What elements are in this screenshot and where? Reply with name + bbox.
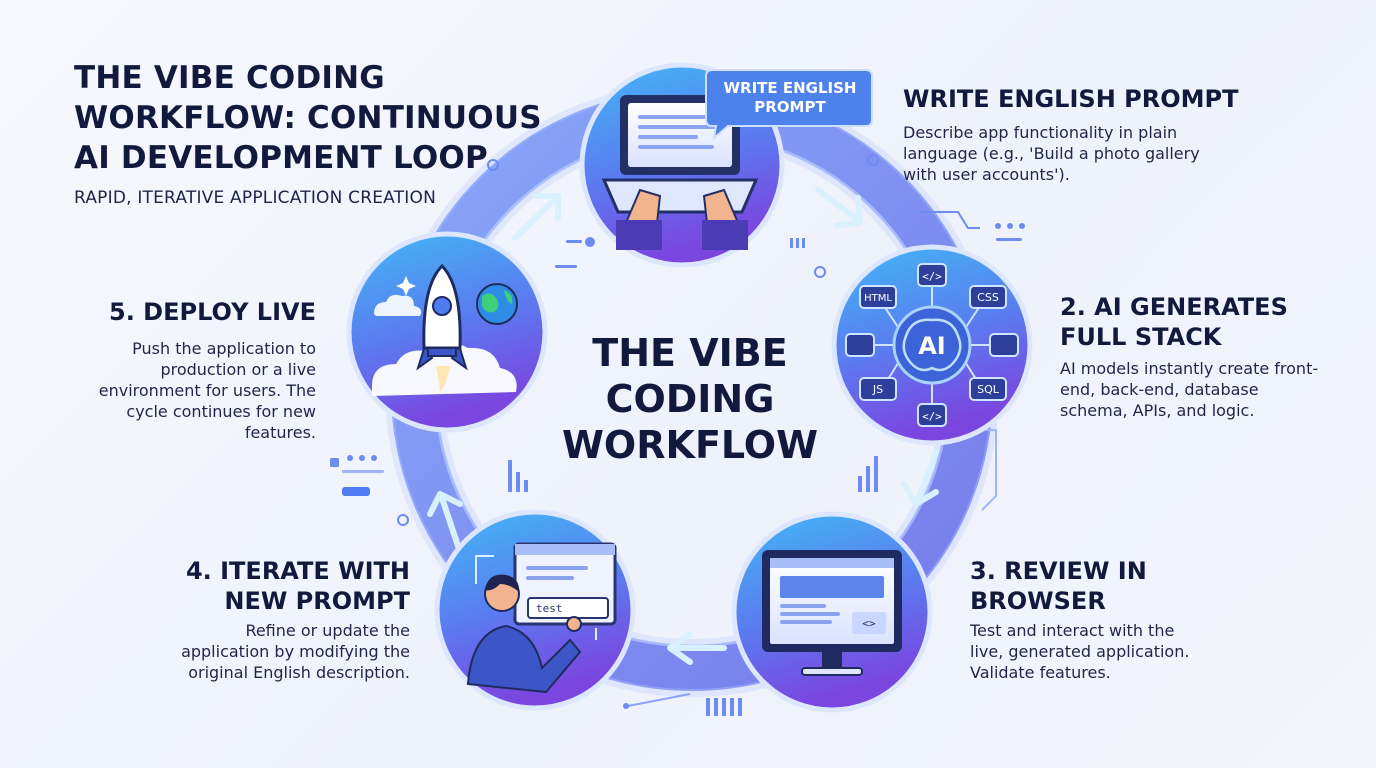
step-2-description: AI models instantly create front-end, ba… [1060,359,1319,420]
flow-arrows [427,187,939,665]
bubble-text: WRITE ENGLISH [724,79,857,97]
rocket-launch-icon [372,263,517,396]
page-title: THE VIBE CODING WORKFLOW: CONTINUOUS AI … [74,60,542,176]
monitor-code-label: <> [862,617,876,630]
chip-html-label: HTML [864,293,892,304]
database-chip [845,333,875,357]
edit-input-text: test [536,602,563,615]
html-chip [859,285,897,309]
chip-css-label: CSS [977,291,999,304]
arrow-icon [901,449,939,507]
database-chip [989,333,1019,357]
js-chip [859,377,897,401]
step-5-title: 5. DEPLOY LIVE [109,298,316,326]
arrow-icon [512,193,561,241]
refresh-arrows [475,555,597,640]
person-editing-icon [466,542,617,694]
chip-code-label: </> [922,270,942,283]
step-2-title: 2. AI GENERATES FULL STACK [1060,293,1288,351]
chip-js-label: JS [872,383,883,396]
speech-bubble [705,69,873,141]
center-title: THE VIBE CODING WORKFLOW [562,331,818,467]
step-3-title: 3. REVIEW IN BROWSER [970,557,1147,615]
step-1-description: Describe app functionality in plain lang… [903,123,1200,184]
step-4-description: Refine or update the application by modi… [181,621,410,682]
code-chip [917,403,947,427]
node-deploy [346,231,548,433]
cloud-icon [374,294,422,316]
monitor-icon [762,550,902,676]
tech-chips [845,263,1019,427]
arrow-icon [427,491,463,549]
node-review-browser [731,511,933,713]
step-4-title: 4. ITERATE WITH NEW PROMPT [185,557,410,615]
code-chip [917,263,947,287]
node-iterate [434,509,636,711]
chip-sql-label: SQL [977,383,1000,396]
arrow-icon [815,187,863,229]
css-chip [969,285,1007,309]
step-1-title: WRITE ENGLISH PROMPT [903,85,1239,113]
step-5-description: Push the application to production or a … [98,339,316,442]
node-write-prompt [579,62,873,268]
page-subtitle: RAPID, ITERATIVE APPLICATION CREATION [74,188,436,208]
sql-chip [969,377,1007,401]
arrow-icon [667,631,727,665]
globe-icon [476,283,518,325]
ai-label: AI [918,332,946,360]
node-ai-generates [831,244,1033,446]
decorations [330,154,1025,716]
bubble-text-line2: PROMPT [754,98,826,116]
sparkle-icon [396,276,416,296]
chip-code-label: </> [922,410,942,423]
step-3-description: Test and interact with the live, generat… [970,621,1190,682]
